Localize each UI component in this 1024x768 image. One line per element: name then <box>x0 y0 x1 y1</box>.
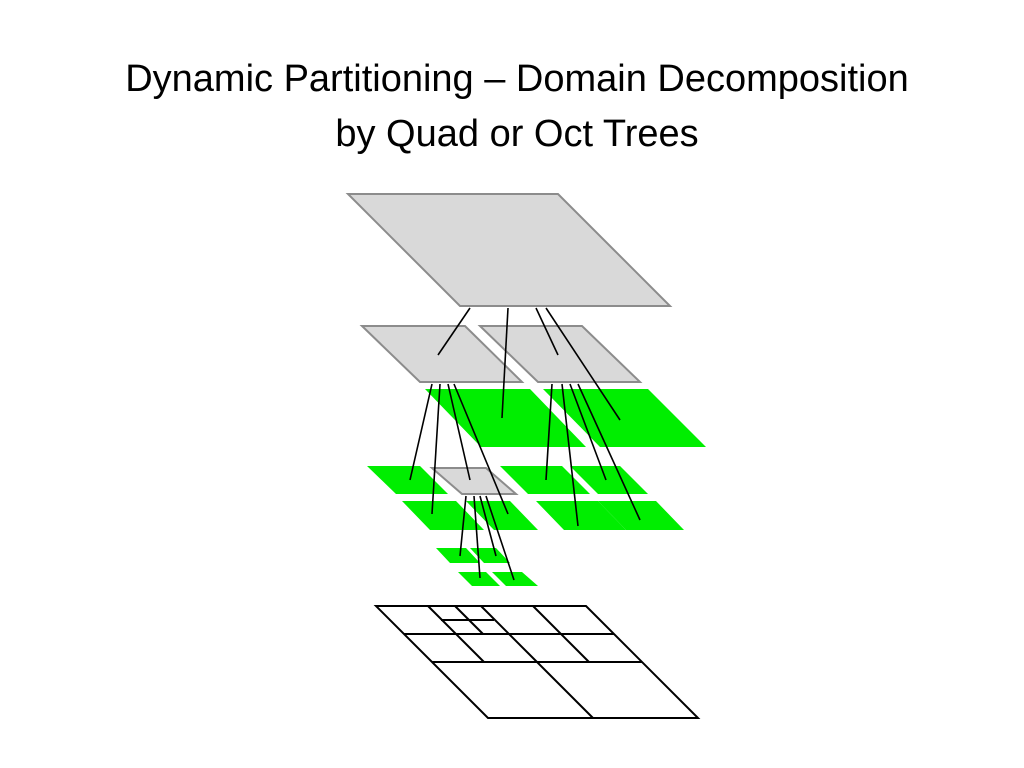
level1-leaf-right <box>543 389 706 447</box>
mesh-vertical-line <box>480 605 594 719</box>
tree-edge <box>431 383 441 515</box>
tree-edges <box>409 307 641 581</box>
mesh-vertical-line <box>454 605 484 635</box>
tree-edge <box>569 383 607 481</box>
tree-edge <box>577 383 641 521</box>
tree-edge <box>459 495 467 557</box>
level-2 <box>367 466 684 530</box>
domain-mesh <box>373 605 701 719</box>
level2-leaf-a <box>367 466 448 494</box>
title-line-2: by Quad or Oct Trees <box>335 113 699 155</box>
level2-leaf-e <box>570 466 648 494</box>
level1-internal-left <box>359 325 525 383</box>
level3-leaf-b <box>470 548 510 563</box>
tree-edge <box>437 307 471 356</box>
tree-edge <box>453 383 509 515</box>
level3-leaf-d <box>492 572 538 586</box>
level2-leaf-f <box>536 501 626 530</box>
tree-edge <box>447 383 471 481</box>
tree-edge <box>545 383 553 481</box>
level-0 <box>345 193 673 307</box>
level2-leaf-d <box>500 466 590 494</box>
tree-edge <box>479 495 497 557</box>
level2-leaf-g <box>598 501 684 530</box>
level-3 <box>436 548 538 586</box>
tree-edge <box>561 383 579 527</box>
tree-edge <box>545 307 621 421</box>
root-node <box>345 193 673 307</box>
tree-edge <box>535 307 559 356</box>
tree-edge <box>409 383 433 481</box>
level3-leaf-c <box>458 572 500 586</box>
level2-internal <box>429 467 519 495</box>
level3-leaf-a <box>436 548 480 563</box>
level1-leaf-left <box>425 389 586 447</box>
tree-edge <box>485 495 515 581</box>
page-title: Dynamic Partitioning – Domain Decomposit… <box>0 52 1024 162</box>
mesh-vertical-line <box>532 605 590 663</box>
level1-internal-right <box>477 325 643 383</box>
level-1 <box>359 325 706 447</box>
tree-edge <box>501 307 509 419</box>
mesh-outline <box>373 605 701 719</box>
mesh-vertical-line <box>427 605 485 663</box>
title-line-1: Dynamic Partitioning – Domain Decomposit… <box>125 58 909 100</box>
tree-edge <box>473 495 481 579</box>
